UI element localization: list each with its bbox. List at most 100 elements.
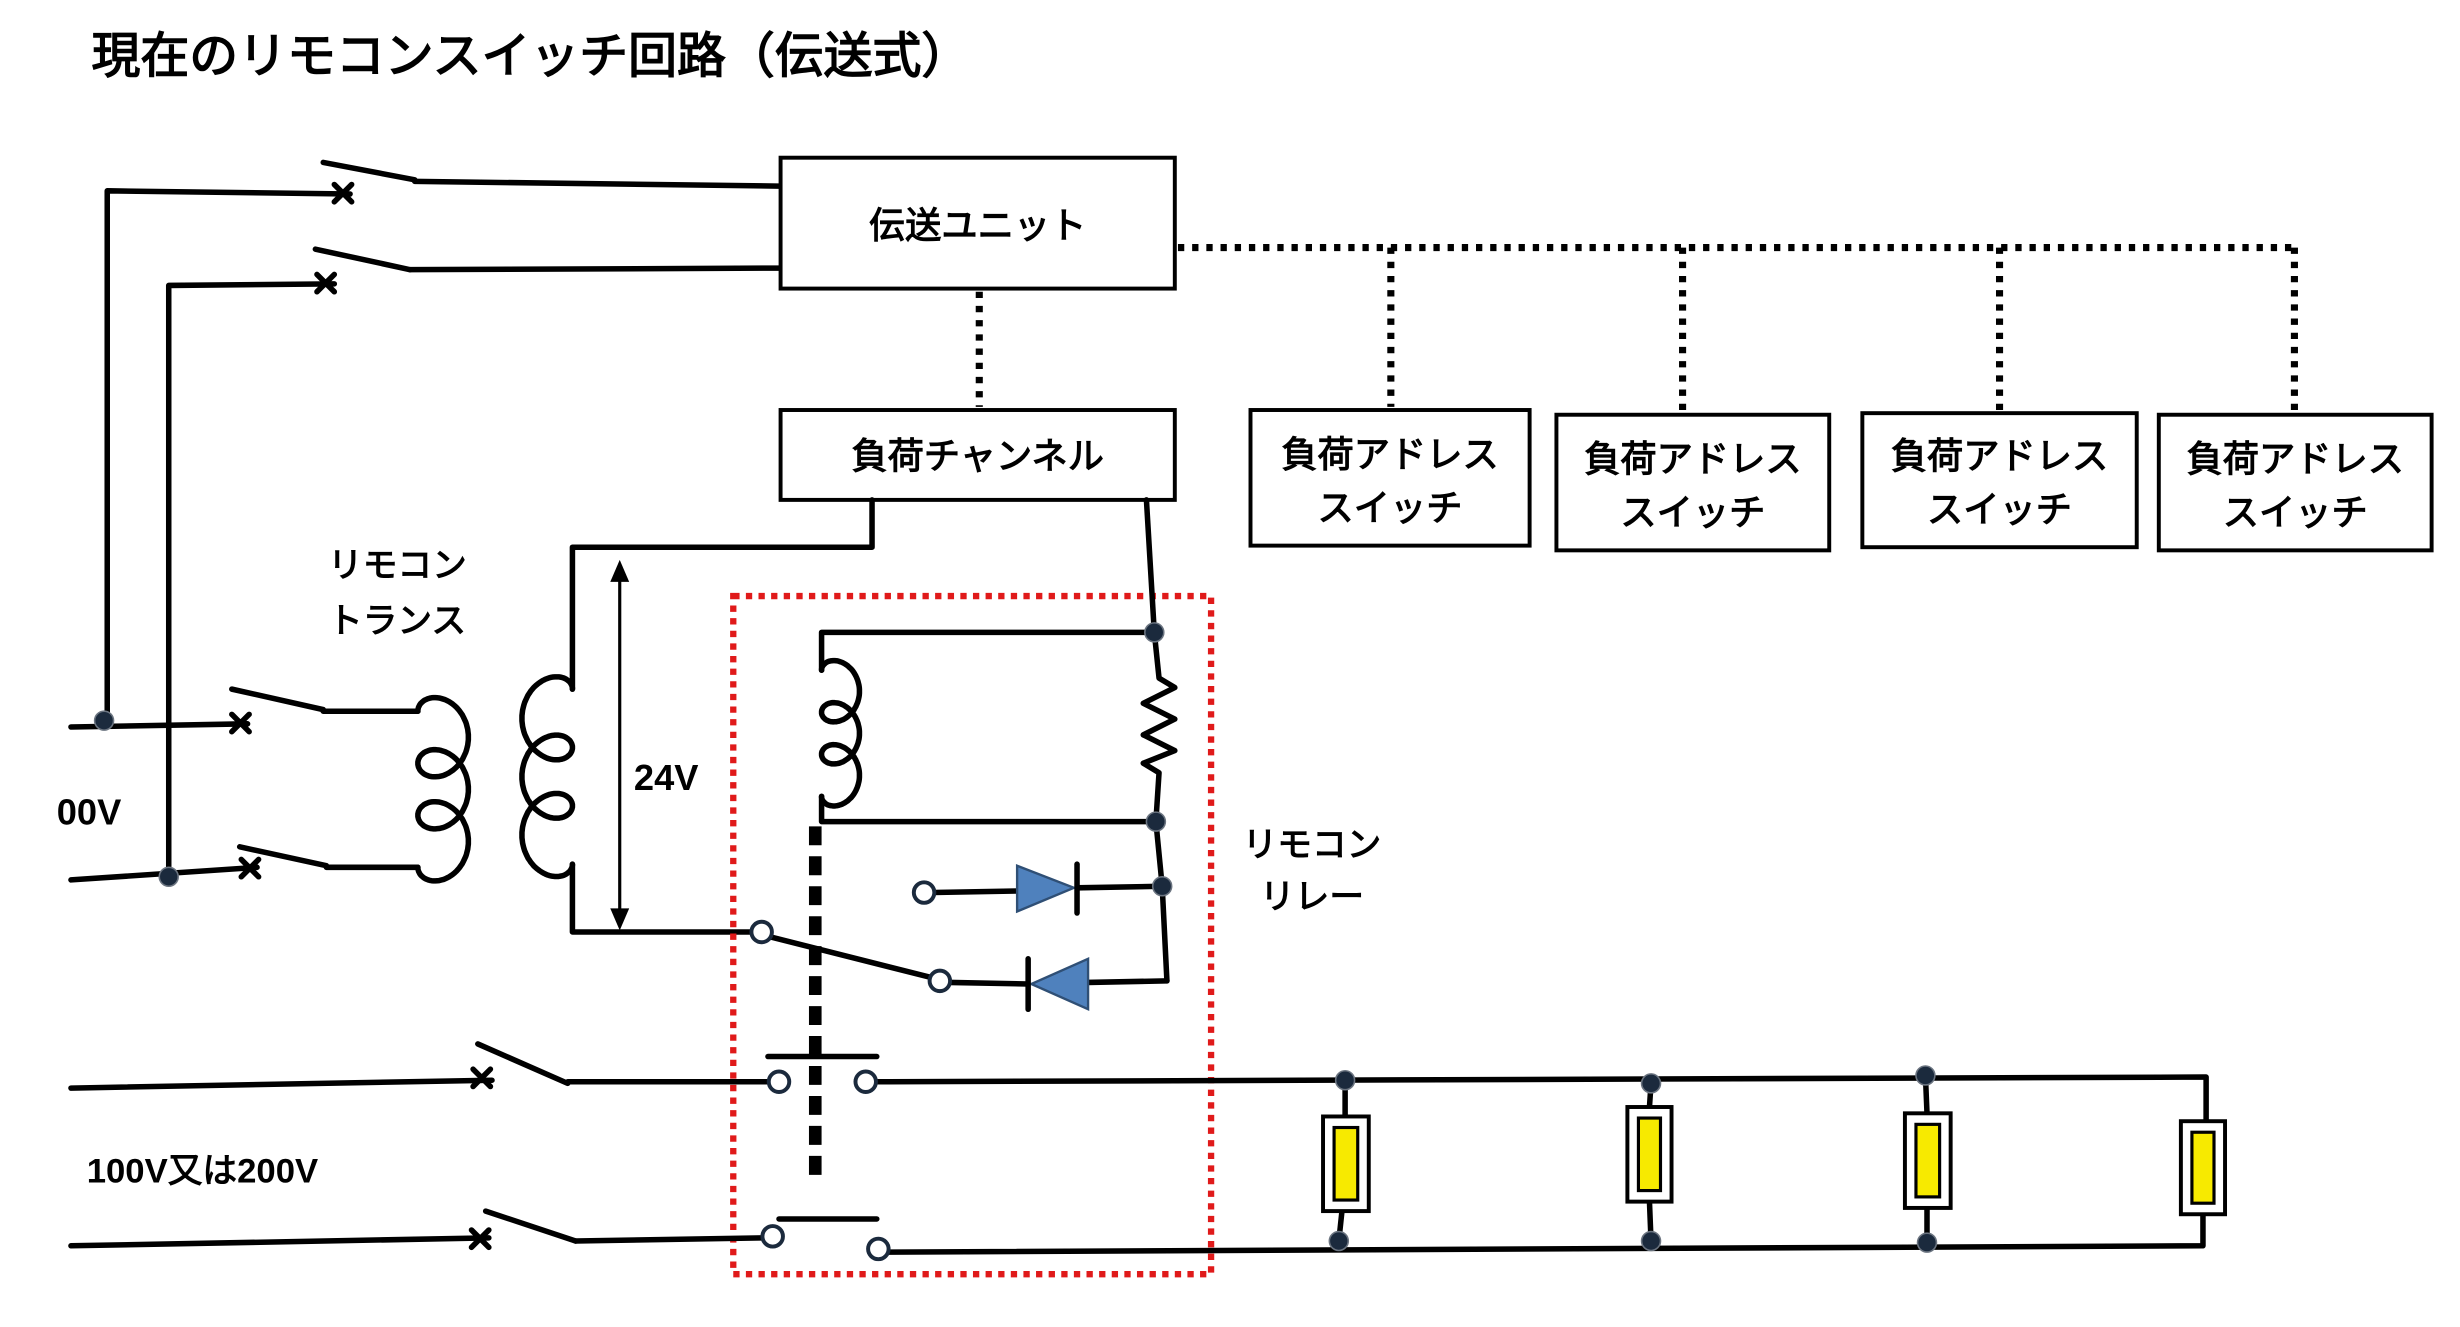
load-address-switch-3: 負荷アドレス スイッチ (1860, 411, 2139, 550)
breaker-lever (475, 1041, 571, 1087)
transformer-secondary-coil (519, 674, 576, 880)
breaker-cross-mark (238, 856, 262, 880)
terminal (853, 1069, 878, 1094)
transmission-signal-line (1177, 244, 2298, 412)
transformer-breaker-upper (68, 686, 421, 735)
load-channel: 負荷チャンネル (778, 408, 1177, 502)
relay-coil (818, 657, 863, 809)
terminal (911, 880, 937, 905)
junction-dot (1916, 1232, 1938, 1253)
supply-wire (165, 281, 338, 880)
address-switch-label-line2: スイッチ (1927, 489, 2072, 530)
breaker-lever (482, 1208, 579, 1244)
transformer-label-line1: リモコン (328, 547, 467, 585)
load-breaker-upper (68, 1041, 2209, 1124)
breaker-cross-mark (229, 711, 252, 735)
lamp-tube (1914, 1122, 1942, 1199)
load-channel-box (778, 408, 1177, 502)
junction-dot (93, 710, 115, 731)
junction-dot (1640, 1230, 1662, 1252)
terminal (760, 1224, 785, 1249)
load-breaker-lower (68, 1208, 2206, 1255)
address-switch-box (1860, 411, 2139, 550)
control-wire (569, 497, 875, 692)
load-wire (68, 1077, 495, 1091)
address-switch-label-line2: スイッチ (2223, 492, 2368, 533)
breaker-cross-mark (331, 181, 355, 205)
breaker-cross-mark (314, 271, 338, 295)
load-wire (572, 1235, 766, 1244)
control-wire (1143, 497, 1158, 636)
lamp-2 (1625, 1080, 1674, 1244)
relay-selector-lever (766, 933, 935, 981)
terminal (766, 1069, 792, 1094)
diode-triangle (1015, 864, 1078, 914)
breaker-lever (236, 844, 330, 869)
load-wire (874, 1074, 2209, 1124)
supply-wire-to-unit (411, 178, 782, 189)
transformer-breaker-lower (68, 844, 421, 883)
terminal (927, 968, 953, 994)
address-switch-label-line1: 負荷アドレス (1891, 435, 2109, 476)
load-address-switch-1: 負荷アドレス スイッチ (1248, 408, 1532, 548)
transmission-unit: 伝送ユニット (778, 155, 1177, 291)
diode-on (930, 861, 1165, 916)
address-switch-label-line1: 負荷アドレス (1584, 439, 1802, 480)
transmission-unit-label: 伝送ユニット (869, 205, 1087, 246)
terminals (749, 880, 953, 1262)
remote-relay-frame (730, 592, 1215, 1278)
relay-coil-wire (818, 629, 1158, 673)
address-switch-box (1554, 412, 1832, 553)
breaker-lever (229, 686, 327, 713)
junction-dot (1144, 622, 1165, 643)
address-switch-label-line1: 負荷アドレス (2186, 439, 2404, 480)
junction-dot (1328, 1230, 1350, 1252)
breaker-lever (320, 159, 418, 183)
arrow-head-down (610, 908, 630, 931)
breaker-cross-mark (470, 1066, 494, 1090)
voltage-arrow (610, 559, 630, 931)
junction-dot (1640, 1073, 1662, 1094)
supply-voltage-label: 00V (57, 792, 122, 833)
breaker-lever (312, 246, 413, 273)
address-switch-label-line2: スイッチ (1620, 492, 1765, 533)
resistor (1140, 629, 1178, 825)
breaker-cross-mark (468, 1227, 492, 1251)
junction-dot (1915, 1065, 1936, 1086)
address-switch-box (1248, 408, 1532, 548)
lamp-3 (1902, 1072, 1953, 1246)
lamp-tube (1332, 1125, 1360, 1202)
relay-label-line2: リレー (1260, 878, 1364, 916)
unit-supply-breaker-1 (104, 159, 782, 724)
load-channel-label: 負荷チャンネル (851, 435, 1104, 476)
terminal (866, 1236, 891, 1262)
transmission-unit-box (778, 155, 1177, 291)
lamp-4 (2178, 1119, 2228, 1217)
lamp-tube (1636, 1116, 1663, 1193)
control-voltage-label: 24V (634, 757, 699, 798)
diode-wire (946, 978, 1170, 987)
transformer-primary-coil (415, 694, 472, 884)
relay-return-wire (1153, 818, 1170, 984)
load-address-switch-2: 負荷アドレス スイッチ (1554, 412, 1832, 553)
junction-dots (93, 622, 1938, 1253)
diode-off (946, 956, 1170, 1012)
main-voltage-label: 100V又は200V (87, 1153, 318, 1191)
supply-wire (104, 188, 353, 724)
junction-dot (158, 866, 179, 888)
unit-supply-breaker-2 (165, 246, 782, 880)
load-address-switch-4: 負荷アドレス スイッチ (2156, 412, 2434, 553)
arrow-head-up (610, 559, 630, 582)
address-switch-label-line2: スイッチ (1318, 487, 1463, 528)
load-wire (68, 1235, 492, 1249)
lamp-tube (2190, 1130, 2216, 1205)
transformer-label-line2: トランス (328, 602, 466, 640)
diode-wire (930, 883, 1165, 896)
load-wire (885, 1211, 2206, 1255)
address-switch-box (2156, 412, 2434, 553)
control-wire (569, 861, 755, 935)
supply-wire-to-unit (407, 265, 782, 273)
address-switch-label-line1: 負荷アドレス (1281, 434, 1499, 475)
relay-coil-wire (818, 793, 1159, 825)
